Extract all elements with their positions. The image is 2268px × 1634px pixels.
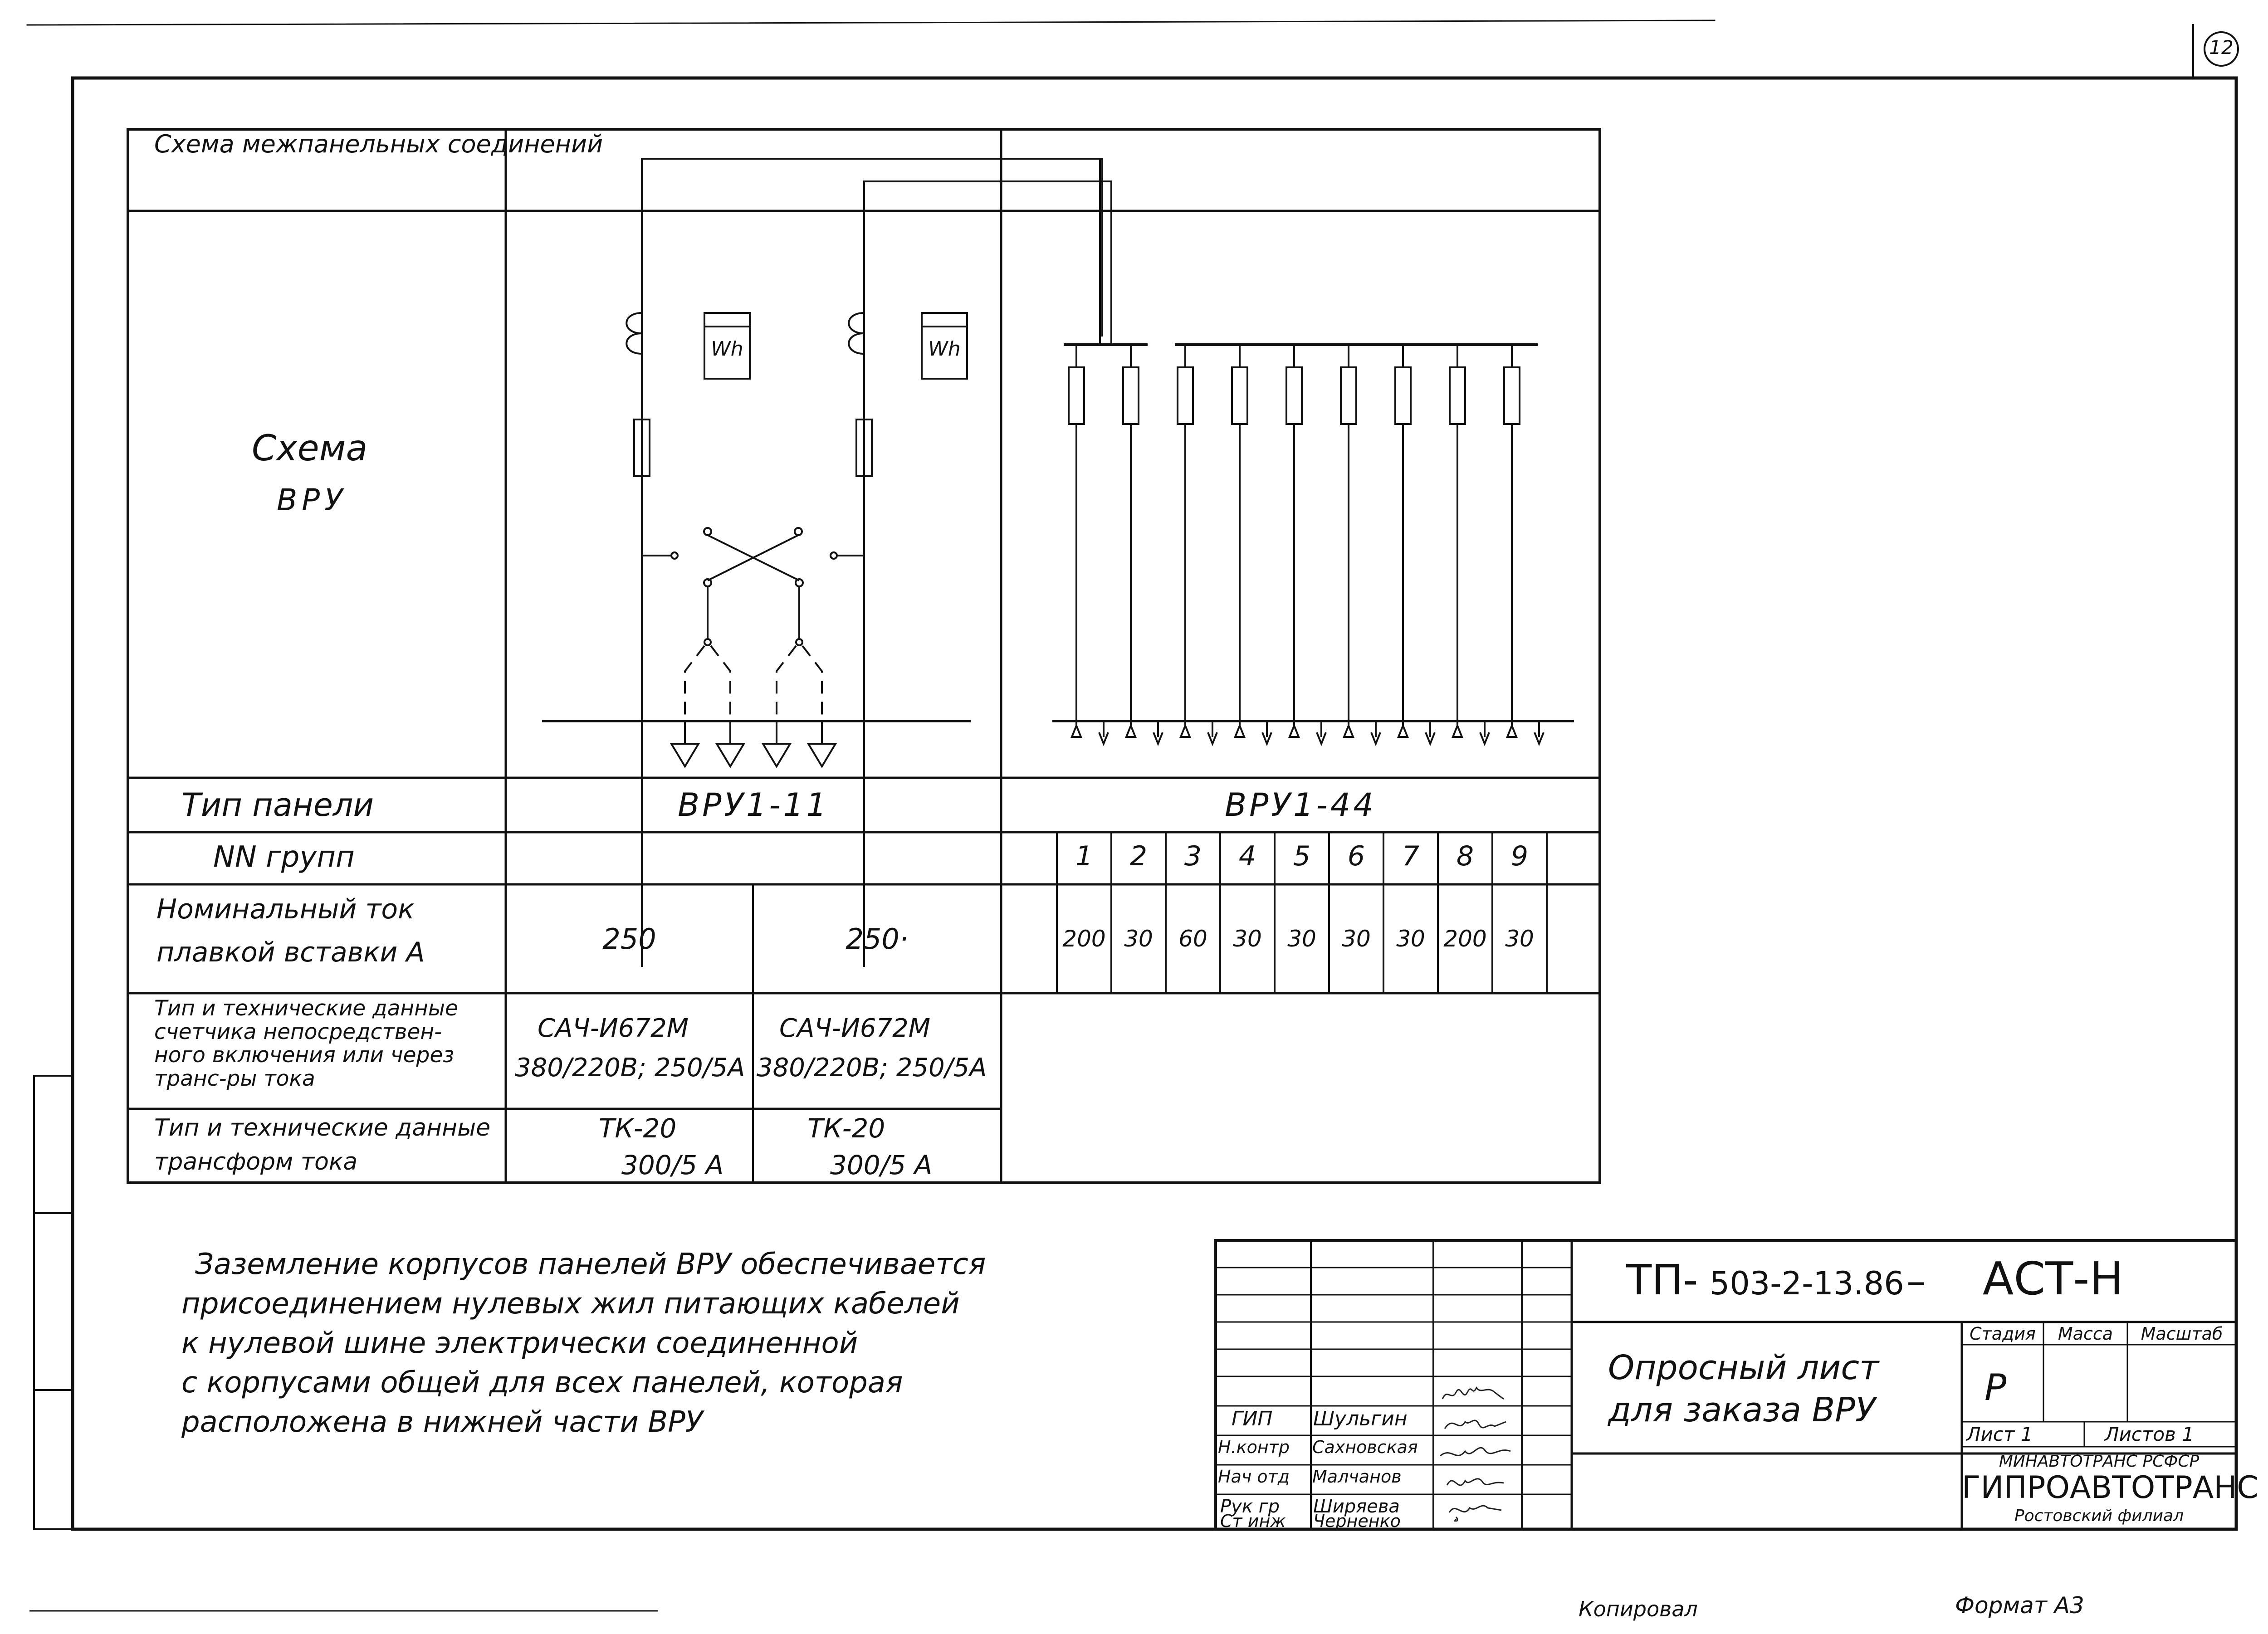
footer-copied: Копировал [1579, 1597, 1698, 1621]
role-label: Нач отд [1218, 1467, 1290, 1487]
group-number: 7 [1402, 840, 1420, 872]
row-schema-label-line1: Схема [252, 428, 368, 469]
meter-1-type: САЧ-И672М [538, 1014, 689, 1043]
group-current: 30 [1233, 926, 1262, 952]
code-suffix: АСТ-Н [1982, 1252, 2124, 1305]
stage-label: Стадия [1970, 1324, 2036, 1344]
org-line2: ГИПРОАВТОТРАНС [1962, 1470, 2258, 1506]
row-ct-label-line: Тип и технические данные [154, 1114, 491, 1141]
ct-2: ТК-20 300/5 А [807, 1110, 932, 1184]
ct-2-type: ТК-20 [807, 1113, 885, 1144]
ct-2-ratio: 300/5 А [830, 1150, 933, 1181]
row-current-label-line1: Номинальный ток [156, 893, 415, 925]
sheets-label: Листов 1 [2105, 1423, 2194, 1445]
row-meter-label-line: ного включения или через [154, 1043, 455, 1068]
scale-label: Масштаб [2141, 1324, 2223, 1344]
note-line: Заземление корпусов панелей ВРУ обеспечи… [195, 1248, 986, 1281]
row-interpanel-label: Схема межпанельных соединений [154, 130, 603, 158]
group-number: 1 [1075, 840, 1093, 872]
role-name: Малчанов [1312, 1467, 1402, 1487]
group-current: 200 [1062, 926, 1106, 952]
row-current-label-line2: плавкой вставки А [156, 937, 425, 968]
row-meter-label: Тип и технические данные счетчика непоср… [154, 997, 458, 1091]
row-groups-label: NN групп [213, 840, 355, 874]
role-label: Ст инж [1220, 1511, 1286, 1531]
group-number: 9 [1510, 840, 1529, 872]
title-line: для заказа ВРУ [1608, 1390, 1876, 1429]
panel-type-right: ВРУ1-44 [1225, 786, 1376, 824]
group-number: 8 [1456, 840, 1474, 872]
current-left-2: 250· [846, 922, 909, 956]
group-current: 30 [1342, 926, 1371, 952]
row-panel-type-label: Тип панели [181, 786, 374, 824]
sheet-number: 12 [2209, 36, 2234, 59]
role-name: Сахновская [1312, 1437, 1418, 1457]
meter-2-type: САЧ-И672М [779, 1014, 931, 1043]
meter-1-rating: 380/220В; 250/5А [515, 1053, 745, 1083]
ct-1-ratio: 300/5 А [621, 1150, 724, 1181]
current-left-1: 250 [602, 922, 656, 956]
org-line1: МИНАВТОТРАНС РСФСР [1999, 1452, 2200, 1471]
row-schema-label-line2: ВРУ [277, 483, 347, 517]
panel-type-left: ВРУ1-11 [678, 786, 829, 824]
mass-label: Масса [2058, 1324, 2113, 1344]
row-meter-label-line: транс-ры тока [154, 1066, 315, 1092]
meter-1: САЧ-И672М 380/220В; 250/5А [515, 1009, 745, 1088]
document-code: ТП- 503-2-13.86 – АСТ-Н [1626, 1256, 2124, 1302]
title-line: Опросный лист [1608, 1348, 1879, 1387]
role-label: Рук гр [1220, 1496, 1280, 1517]
group-current: 30 [1124, 926, 1153, 952]
group-current: 60 [1178, 926, 1207, 952]
sheet-label: Лист 1 [1966, 1423, 2033, 1445]
footer-format: Формат А3 [1955, 1592, 2084, 1619]
meter-symbol-right: Wh [928, 337, 961, 361]
note-line: присоединением нулевых жил питающих кабе… [181, 1287, 960, 1321]
ct-1: ТК-20 300/5 А [599, 1110, 723, 1184]
row-ct-label: Тип и технические данные трансформ тока [154, 1111, 490, 1180]
group-current: 30 [1396, 926, 1425, 952]
role-name: Черненко [1313, 1511, 1401, 1531]
grounding-note: Заземление корпусов панелей ВРУ обеспечи… [181, 1245, 986, 1442]
document-title: Опросный лист для заказа ВРУ [1608, 1347, 1879, 1431]
group-number: 3 [1184, 840, 1202, 872]
org-line3: Ростовский филиал [2014, 1507, 2184, 1525]
code-number: 503-2-13.86 [1709, 1265, 1904, 1302]
code-dash: – [1906, 1258, 1926, 1304]
code-prefix: ТП- [1626, 1256, 1698, 1304]
group-number: 4 [1238, 840, 1256, 872]
group-current: 30 [1287, 926, 1316, 952]
note-line: к нулевой шине электрически соединенной [181, 1327, 858, 1361]
meter-symbol-left: Wh [711, 337, 743, 361]
role-name: Шульгин [1313, 1407, 1408, 1430]
signatures-image [1440, 1386, 1511, 1522]
group-number: 5 [1293, 840, 1311, 872]
group-current: 30 [1505, 926, 1534, 952]
role-label: Н.контр [1218, 1437, 1290, 1457]
ct-1-type: ТК-20 [599, 1113, 677, 1144]
meter-2: САЧ-И672М 380/220В; 250/5А [757, 1009, 987, 1088]
row-ct-label-line: трансформ тока [154, 1148, 358, 1176]
row-meter-label-line: счетчика непосредствен- [154, 1019, 442, 1044]
meter-2-rating: 380/220В; 250/5А [757, 1053, 987, 1083]
group-number: 6 [1347, 840, 1365, 872]
role-label: ГИП [1232, 1407, 1273, 1430]
note-line: расположена в нижней части ВРУ [181, 1405, 703, 1439]
role-name: Ширяева [1313, 1496, 1400, 1517]
row-meter-label-line: Тип и технические данные [154, 996, 458, 1021]
stage-value: Р [1984, 1366, 2007, 1409]
group-current: 200 [1443, 926, 1487, 952]
note-line: с корпусами общей для всех панелей, кото… [181, 1366, 903, 1400]
group-number: 2 [1129, 840, 1148, 872]
